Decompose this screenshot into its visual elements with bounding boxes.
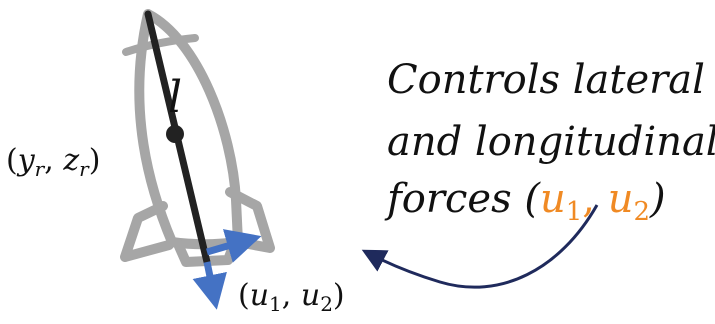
caption-line-3: forces (u1, u2) bbox=[384, 176, 666, 227]
length-symbol: l bbox=[168, 72, 182, 123]
longitudinal-force-arrow-icon bbox=[207, 262, 214, 296]
caption-u2: u bbox=[608, 176, 634, 222]
center-of-mass-dot bbox=[166, 125, 184, 143]
caption-u1: u bbox=[540, 176, 566, 222]
input-label: (u1, u2) bbox=[238, 278, 345, 316]
caption-line-1: Controls lateral bbox=[387, 57, 705, 103]
caption-line-2: and longitudinal bbox=[387, 119, 715, 165]
position-label: (yr, zr) bbox=[6, 143, 100, 181]
